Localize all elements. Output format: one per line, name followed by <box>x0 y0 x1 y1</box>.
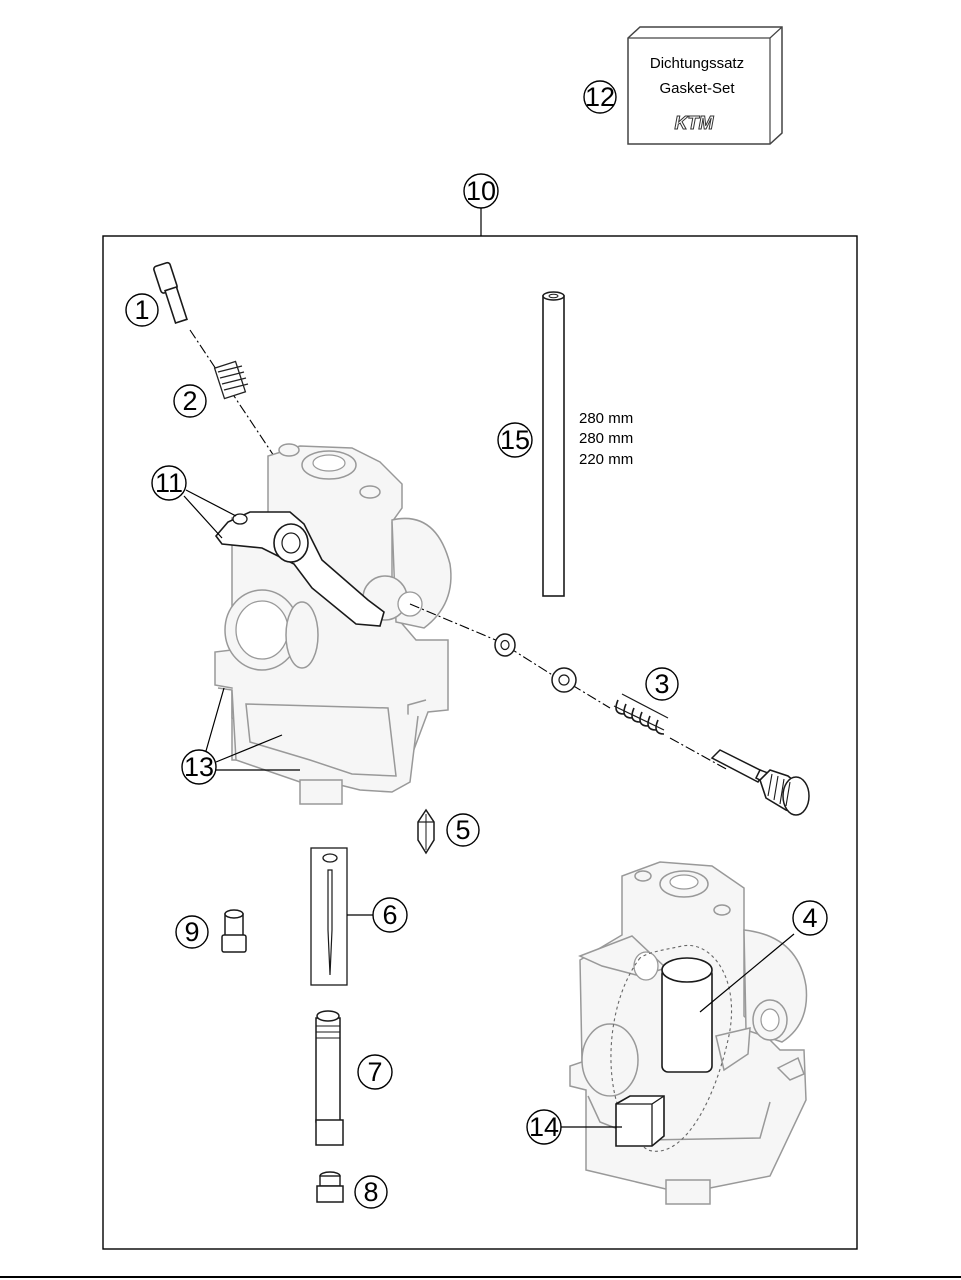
callout-5: 5 <box>446 813 480 847</box>
tube-length-3: 220 mm <box>579 451 633 468</box>
svg-text:8: 8 <box>363 1177 378 1207</box>
part-7-needle-jet <box>315 1010 344 1146</box>
callout-8: 8 <box>354 1175 388 1209</box>
tube-length-2: 280 mm <box>579 430 633 447</box>
svg-text:7: 7 <box>367 1057 382 1087</box>
idle-adjust-screw <box>710 749 810 816</box>
svg-text:11: 11 <box>155 468 183 498</box>
svg-text:13: 13 <box>184 752 214 782</box>
part-1-screw <box>153 261 188 325</box>
svg-text:4: 4 <box>802 903 817 933</box>
part-5-needle-valve <box>417 808 435 855</box>
callout-9: 9 <box>175 915 209 949</box>
svg-text:5: 5 <box>455 815 470 845</box>
part-8-main-jet <box>316 1171 344 1203</box>
part-4-float <box>661 933 795 1073</box>
svg-text:9: 9 <box>184 917 199 947</box>
part-14-block <box>560 1095 665 1147</box>
svg-text:10: 10 <box>466 176 496 206</box>
carburetor-main <box>214 443 452 805</box>
svg-text:14: 14 <box>529 1112 559 1142</box>
callout-13: 13 <box>181 687 300 785</box>
part-6-jet-needle <box>310 847 373 986</box>
part-15-tube <box>542 291 565 597</box>
kit-frame <box>102 235 858 1250</box>
callout-2: 2 <box>173 384 207 418</box>
callout-10: 10 <box>463 173 499 236</box>
callout-6: 6 <box>372 897 408 933</box>
svg-text:15: 15 <box>500 425 530 455</box>
washer-1 <box>494 633 516 657</box>
svg-text:6: 6 <box>382 900 397 930</box>
gasket-box-line1: Dichtungssatz <box>650 55 744 72</box>
gasket-set-box: Dichtungssatz Gasket-Set KTM <box>627 26 783 145</box>
callout-15: 15 <box>497 422 533 458</box>
callout-4: 4 <box>792 900 828 936</box>
callout-1: 1 <box>125 293 159 327</box>
part-11-lever <box>214 511 385 627</box>
svg-text:3: 3 <box>654 669 669 699</box>
callout-3: 3 <box>645 667 679 701</box>
svg-text:1: 1 <box>134 295 149 325</box>
callout-14: 14 <box>526 1109 562 1145</box>
callout-12: 12 <box>583 80 617 114</box>
svg-text:12: 12 <box>585 82 615 112</box>
washer-2 <box>551 667 577 693</box>
part-2-spring <box>213 360 249 400</box>
callout-11: 11 <box>151 465 237 539</box>
svg-text:2: 2 <box>182 386 197 416</box>
part-3-spring <box>613 693 669 735</box>
callout-7: 7 <box>357 1054 393 1090</box>
part-9-jet <box>221 909 247 953</box>
gasket-box-line2: Gasket-Set <box>659 80 735 97</box>
tube-length-1: 280 mm <box>579 410 633 427</box>
ktm-logo: KTM <box>675 113 715 133</box>
